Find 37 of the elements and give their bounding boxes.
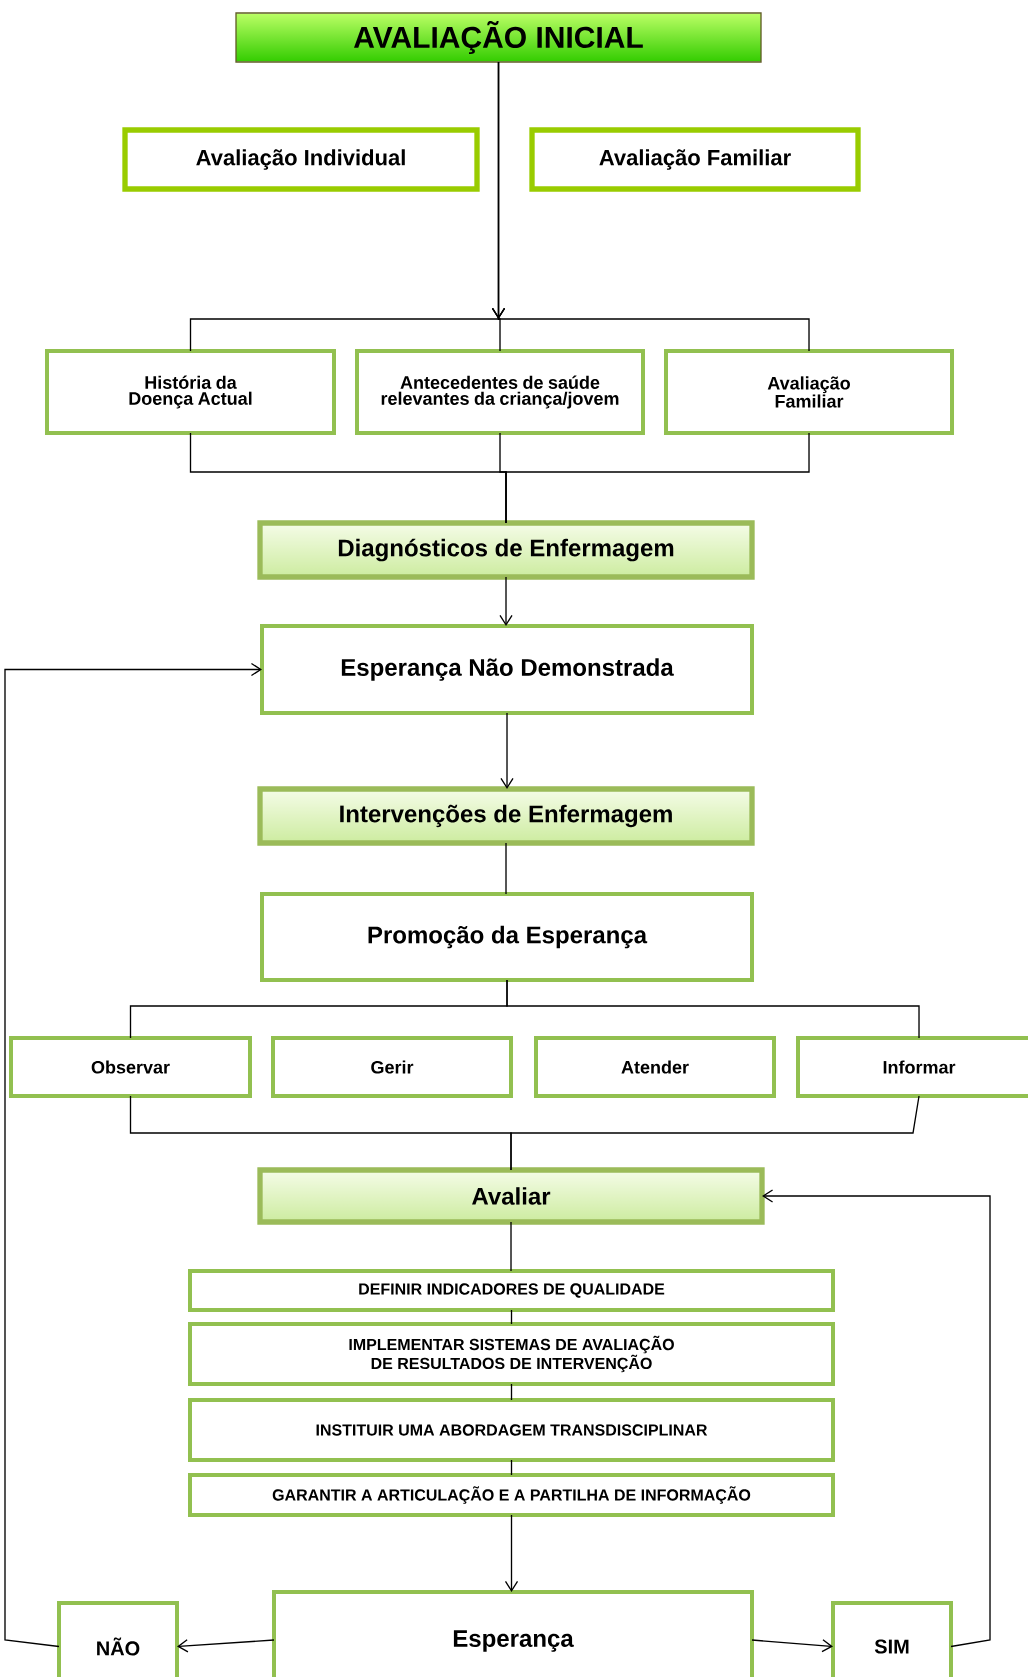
heading-box: Avaliação Individual	[122, 127, 480, 192]
connector-line	[510, 1095, 920, 1171]
action-box: Informar	[796, 1036, 1028, 1098]
arrow	[504, 1514, 519, 1592]
process-box: Promoção da Esperança	[260, 892, 754, 982]
process-box: Avaliação Familiar	[664, 349, 954, 435]
section-header: Intervenções de Enfermagem	[257, 786, 755, 846]
task-box: GARANTIR A ARTICULAÇÃO E A PARTILHA DE INFORMAÇÃO	[188, 1473, 835, 1517]
arrow	[751, 1639, 833, 1653]
connector-line	[510, 1221, 512, 1272]
action-box: Gerir	[271, 1036, 513, 1098]
process-box: História da Doença Actual	[45, 349, 336, 435]
connector-line	[510, 1459, 513, 1476]
arrow	[499, 576, 513, 626]
arrow	[4, 662, 262, 1648]
arrow	[177, 1639, 275, 1653]
section-header: Diagnósticos de Enfermagem	[257, 520, 755, 580]
section-header: Avaliar	[257, 1167, 765, 1225]
action-box: Observar	[9, 1036, 252, 1098]
arrow	[762, 1189, 991, 1648]
title-banner: AVALIAÇÃO INICIAL	[235, 12, 762, 63]
task-box: IMPLEMENTAR SISTEMAS DE AVALIAÇÃO DE RESULTADOS DE INTERVENÇÃO	[188, 1322, 835, 1386]
connector-line	[505, 432, 810, 524]
answer-box: SIM	[831, 1601, 953, 1677]
arrow	[500, 712, 514, 789]
connector-line	[510, 1309, 513, 1325]
answer-box: NÃO	[57, 1601, 179, 1677]
connector-line	[506, 979, 920, 1039]
heading-box: Avaliação Familiar	[529, 127, 861, 192]
outcome-box: Esperança	[272, 1590, 754, 1677]
connector-line	[505, 842, 507, 895]
action-box: Atender	[534, 1036, 776, 1098]
connector-line	[510, 1383, 513, 1401]
process-box: Antecedentes de saúde relevantes da criança/jovem	[355, 349, 645, 435]
task-box: DEFINIR INDICADORES DE QUALIDADE	[188, 1269, 835, 1312]
process-box: Esperança Não Demonstrada	[260, 624, 754, 715]
task-box: INSTITUIR UMA ABORDAGEM TRANSDISCIPLINAR	[188, 1398, 835, 1462]
